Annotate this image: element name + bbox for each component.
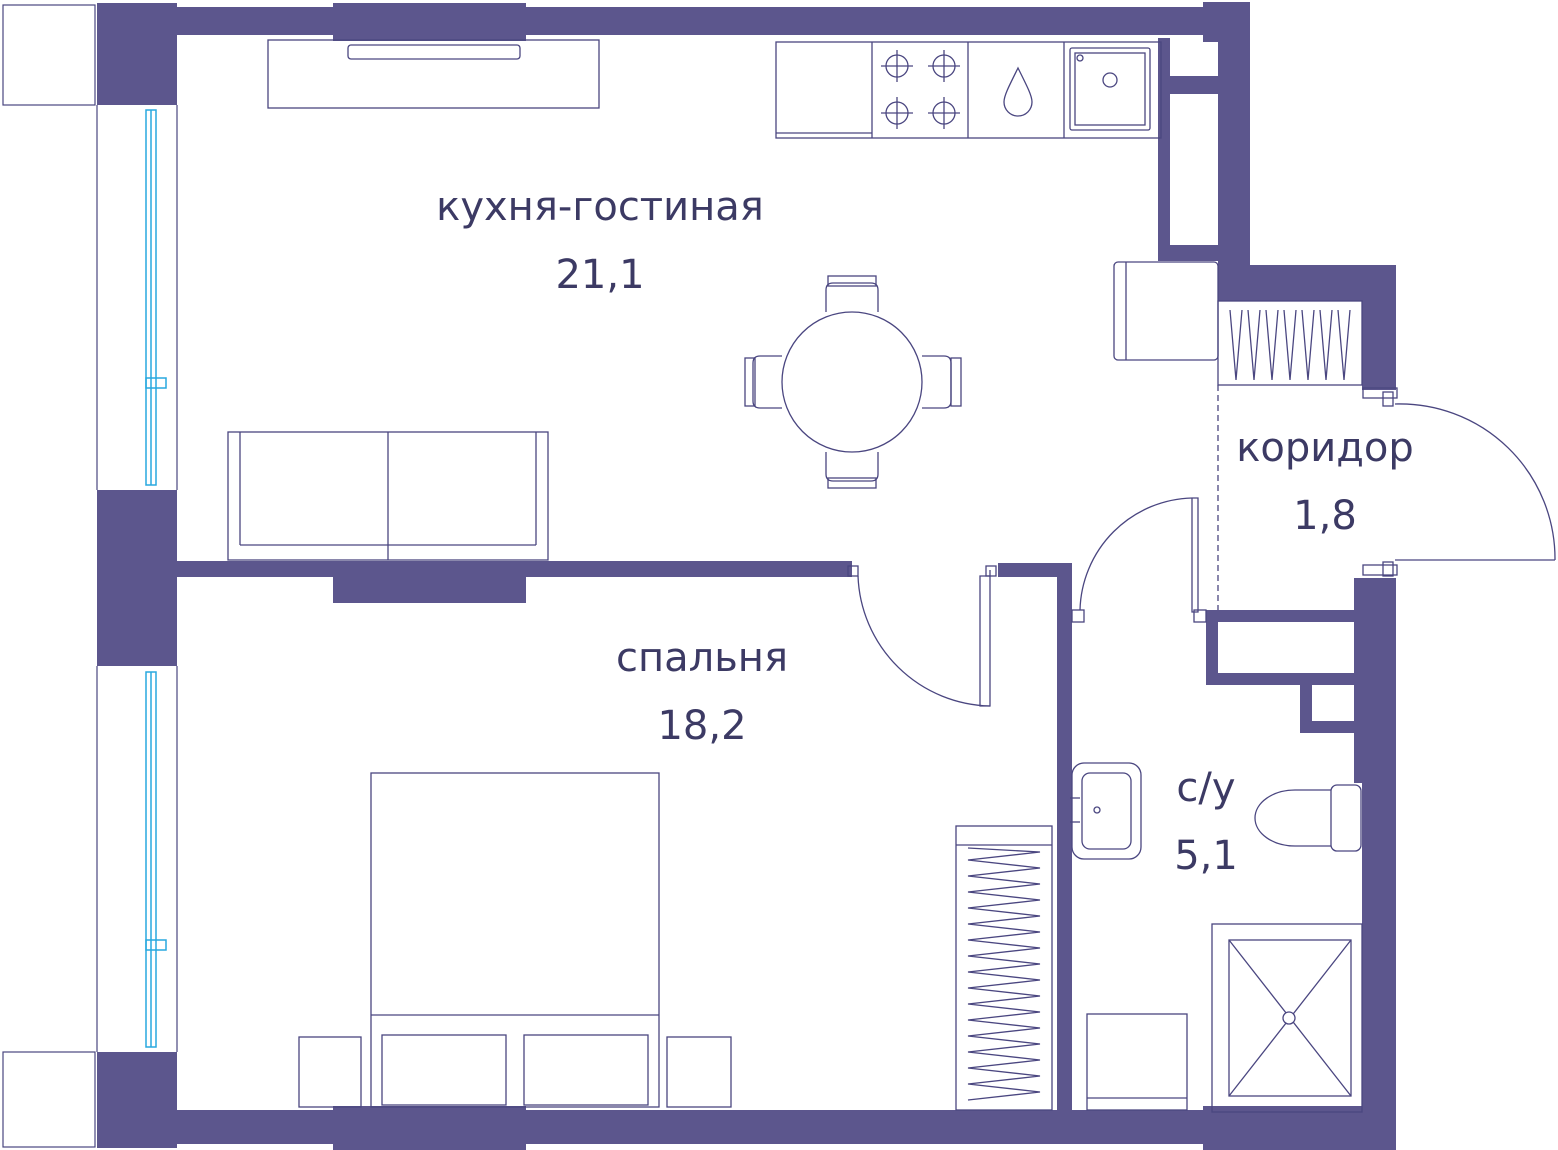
room-area: 1,8 [1293, 493, 1357, 539]
room-name: коридор [1236, 425, 1414, 471]
dining-table-icon [744, 275, 962, 489]
nightstand-icon [298, 1036, 362, 1108]
chair-icon [744, 275, 962, 489]
fixtures [227, 39, 1556, 1113]
door-swing-icon [1071, 497, 1207, 623]
shower-tray-icon [1211, 923, 1363, 1113]
water-drop-icon [1003, 66, 1033, 117]
wardrobe-icon [955, 825, 1053, 1111]
room-label-bathroom: с/у 5,1 [1174, 768, 1238, 876]
room-name: кухня-гостиная [436, 184, 764, 230]
window-glass [145, 109, 167, 1048]
room-area: 18,2 [657, 703, 747, 749]
room-label-corridor: коридор 1,8 [1236, 428, 1414, 536]
wardrobe-icon [1217, 300, 1363, 386]
cabinet-icon [267, 39, 600, 109]
windows [2, 4, 178, 1148]
sofa-icon [227, 431, 549, 561]
fridge-icon [1113, 261, 1219, 361]
room-area: 5,1 [1174, 833, 1238, 879]
door-swing-icon [847, 565, 997, 707]
stove-icon [881, 50, 960, 129]
sink-icon [1069, 47, 1151, 131]
washing-machine-icon [1086, 1013, 1188, 1111]
toilet-icon [1254, 784, 1362, 852]
nightstand-icon [666, 1036, 732, 1108]
room-name: с/у [1176, 765, 1236, 811]
room-area: 21,1 [555, 252, 645, 298]
door-swing-icon [1362, 387, 1556, 577]
tv-icon [347, 44, 521, 60]
room-label-kitchen-living: кухня-гостиная 21,1 [436, 187, 764, 295]
room-label-bedroom: спальня 18,2 [616, 638, 788, 746]
bed-icon [370, 772, 660, 1108]
washbasin-icon [1070, 762, 1142, 860]
room-name: спальня [615, 635, 789, 681]
walls [97, 2, 1396, 1150]
